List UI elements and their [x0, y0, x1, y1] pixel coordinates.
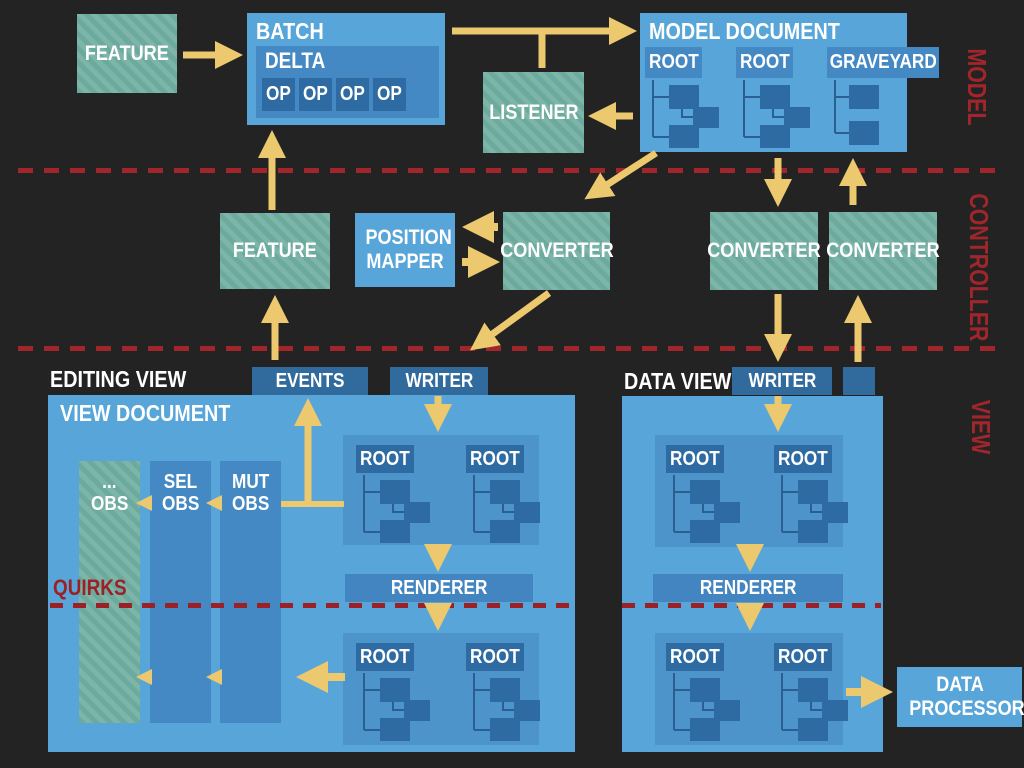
- observer-column-generic: ... OBS: [79, 461, 140, 723]
- data-document-box: ROOT ROOT RENDER: [622, 396, 883, 752]
- renderer-box-editing: RENDERER: [345, 574, 533, 602]
- op-box: OP: [299, 78, 332, 111]
- op-row: OP OP OP OP: [262, 78, 406, 111]
- delta-label: DELTA: [265, 48, 326, 73]
- root-label: ROOT: [736, 47, 793, 78]
- model-roots-row: ROOT ROOT GRAVEYARD: [645, 47, 939, 148]
- tree-graphic: [466, 475, 544, 543]
- tree-graphic: [645, 80, 723, 148]
- listener-box: LISTENER: [483, 72, 584, 153]
- root-label: ROOT: [466, 643, 524, 671]
- tree-graphic: [666, 475, 744, 543]
- converter-box-right: CONVERTER: [826, 212, 940, 290]
- root-label: ROOT: [356, 643, 414, 671]
- delta-box: DELTA OP OP OP OP: [256, 46, 439, 118]
- editing-view-label: EDITING VIEW: [50, 366, 187, 392]
- tree-graphic: [827, 80, 939, 148]
- view-document-box: VIEW DOCUMENT ... OBS SEL OBS MUT OBS QU…: [48, 395, 575, 752]
- feature-box-controller: FEATURE: [220, 213, 330, 289]
- tree-panel-data-top: ROOT ROOT: [655, 435, 848, 547]
- converter-box-middle: CONVERTER: [500, 212, 613, 290]
- layer-label-view: VIEW: [966, 399, 996, 455]
- events-box: EVENTS: [252, 367, 368, 395]
- model-document-title: MODEL DOCUMENT: [649, 18, 840, 44]
- root-label: ROOT: [466, 445, 524, 473]
- tree-graphic: [356, 673, 434, 741]
- view-document-title: VIEW DOCUMENT: [60, 400, 231, 426]
- root-label: ROOT: [356, 445, 414, 473]
- spacer-box: [843, 367, 875, 395]
- view-root-tree: ROOT: [356, 445, 434, 543]
- view-root-tree: ROOT: [466, 445, 544, 543]
- converter-box-left: CONVERTER: [707, 212, 821, 290]
- quirks-separator-editing: [50, 603, 572, 608]
- graveyard-label: GRAVEYARD: [827, 47, 939, 78]
- position-mapper-box: POSITION MAPPER: [355, 213, 455, 287]
- data-root-tree: ROOT: [666, 643, 744, 741]
- tree-panel-editing-bottom: ROOT ROOT: [343, 633, 540, 745]
- graveyard-tree: GRAVEYARD: [827, 47, 939, 148]
- tree-graphic: [666, 673, 744, 741]
- op-box: OP: [336, 78, 369, 111]
- writer-box-editing: WRITER: [390, 367, 488, 395]
- data-view-label: DATA VIEW: [624, 368, 732, 394]
- tree-panel-data-bottom: ROOT ROOT: [655, 633, 848, 745]
- data-root-tree: ROOT: [774, 445, 852, 543]
- observer-column-mutation: MUT OBS: [220, 461, 281, 723]
- data-root-tree: ROOT: [774, 643, 852, 741]
- tree-graphic: [466, 673, 544, 741]
- dashed-separator-controller-view: [18, 346, 1005, 351]
- batch-box: BATCH DELTA OP OP OP OP: [247, 13, 445, 125]
- renderer-box-data: RENDERER: [653, 574, 843, 602]
- op-box: OP: [373, 78, 406, 111]
- data-processor-box: DATA PROCESSOR: [897, 667, 1024, 727]
- observer-column-selection: SEL OBS: [150, 461, 211, 723]
- batch-label: BATCH: [256, 18, 324, 44]
- tree-graphic: [736, 80, 814, 148]
- tree-graphic: [774, 673, 852, 741]
- layer-label-model: MODEL: [962, 48, 992, 126]
- arrow-converter-to-editing-writer: [470, 290, 552, 351]
- model-document-box: MODEL DOCUMENT ROOT ROOT: [640, 13, 939, 152]
- dashed-separator-model-controller: [18, 168, 1005, 173]
- model-root-tree: ROOT: [736, 47, 814, 148]
- tree-graphic: [356, 475, 434, 543]
- model-root-tree: ROOT: [645, 47, 723, 148]
- feature-box-model: FEATURE: [77, 14, 177, 93]
- view-root-tree: ROOT: [356, 643, 434, 741]
- layer-label-controller: CONTROLLER: [964, 193, 994, 342]
- root-label: ROOT: [774, 643, 832, 671]
- root-label: ROOT: [666, 445, 724, 473]
- root-label: ROOT: [645, 47, 702, 78]
- tree-panel-editing-top: ROOT ROOT: [343, 435, 540, 545]
- root-label: ROOT: [666, 643, 724, 671]
- view-root-tree: ROOT: [466, 643, 544, 741]
- root-label: ROOT: [774, 445, 832, 473]
- quirks-label: QUIRKS: [53, 575, 127, 600]
- writer-box-data: WRITER: [732, 367, 832, 395]
- op-box: OP: [262, 78, 295, 111]
- data-root-tree: ROOT: [666, 445, 744, 543]
- quirks-separator-data: [622, 603, 881, 608]
- tree-graphic: [774, 475, 852, 543]
